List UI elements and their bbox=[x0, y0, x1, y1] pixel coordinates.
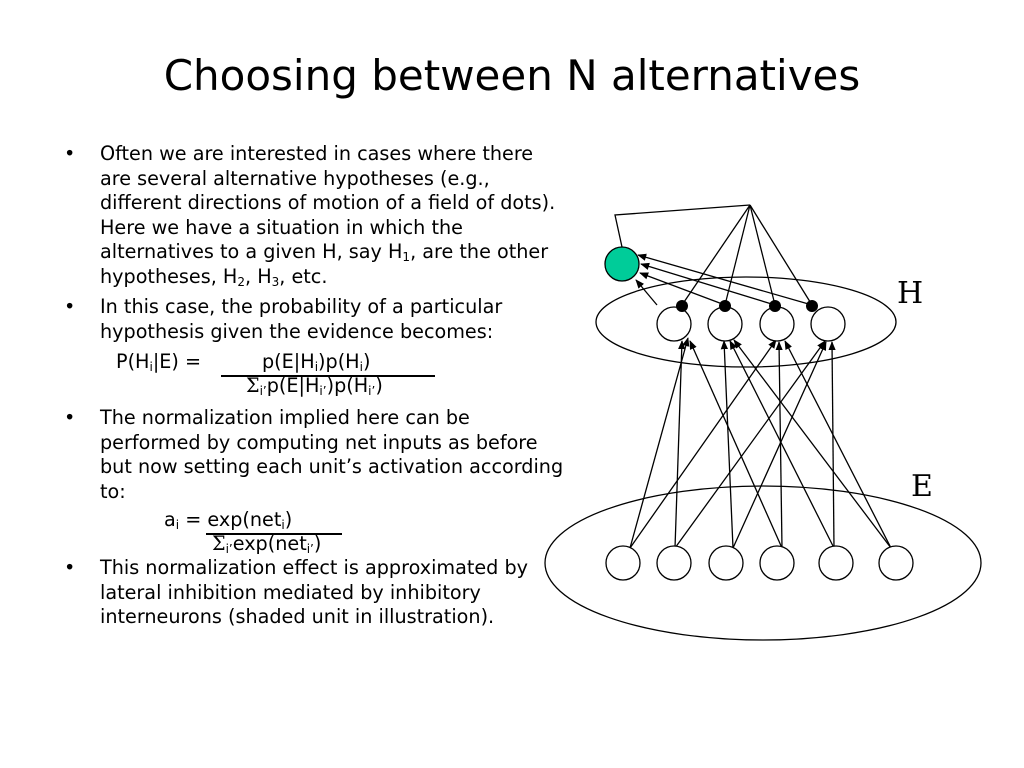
slide-title: Choosing between N alternatives bbox=[163, 51, 861, 100]
bullet-marker: • bbox=[64, 142, 76, 165]
bullet-item-2: • In this case, the probability of a par… bbox=[64, 295, 564, 344]
excitatory-arrow bbox=[732, 341, 827, 549]
excitatory-arrow bbox=[629, 337, 690, 549]
bullet-text-4: This normalization effect is approximate… bbox=[100, 556, 528, 628]
synapse-dot bbox=[719, 300, 731, 312]
bullet-item-3: • The normalization implied here can be … bbox=[64, 406, 564, 504]
bullet-text-2: In this case, the probability of a parti… bbox=[100, 295, 503, 343]
inhibitory-arrow bbox=[635, 279, 658, 306]
excitatory-arrow bbox=[720, 340, 734, 549]
fraction-bar bbox=[206, 533, 342, 535]
inhibition-loop-line bbox=[614, 204, 751, 248]
bullet-list: • Often we are interested in cases where… bbox=[64, 142, 564, 636]
bullet-text-1d: , etc. bbox=[279, 264, 328, 288]
h-layer-ellipse bbox=[595, 276, 897, 368]
bullet-text-1b: , are the other hypotheses, H bbox=[100, 240, 549, 288]
inhibitory-arrow bbox=[640, 262, 776, 306]
activation-equation: ai = exp(neti) Σi’exp(neti’) bbox=[64, 508, 564, 556]
equation-numerator: p(E|Hi)p(Hi) bbox=[262, 350, 371, 374]
e-unit bbox=[818, 545, 854, 581]
inhibitory-interneuron bbox=[604, 246, 640, 282]
bullet-text-3: The normalization implied here can be pe… bbox=[100, 406, 564, 503]
e-unit bbox=[759, 545, 795, 581]
excitatory-arrow bbox=[828, 341, 836, 549]
subscript: 3 bbox=[271, 274, 280, 289]
equation-denominator: Σi’p(E|Hi’)p(Hi’) bbox=[246, 374, 383, 398]
h-unit bbox=[707, 306, 743, 342]
excitatory-arrow bbox=[674, 340, 686, 549]
excitatory-arrow bbox=[733, 339, 892, 549]
inhibitory-arrow bbox=[639, 272, 726, 306]
h-layer-label: H bbox=[897, 276, 923, 311]
equation-lhs: ai = exp(neti) bbox=[164, 508, 293, 532]
bullet-item-4: • This normalization effect is approxima… bbox=[64, 556, 564, 630]
h-unit bbox=[759, 306, 795, 342]
excitatory-arrow bbox=[729, 340, 835, 549]
h-unit bbox=[656, 306, 692, 342]
excitatory-arrow bbox=[689, 340, 783, 549]
probability-equation: P(Hi|E) = p(E|Hi)p(Hi) Σi’p(E|Hi’)p(Hi’) bbox=[64, 350, 564, 406]
bullet-marker: • bbox=[64, 406, 76, 429]
e-unit bbox=[878, 545, 914, 581]
subscript: 1 bbox=[402, 250, 411, 264]
connection-line bbox=[749, 204, 813, 306]
connection-line bbox=[724, 204, 751, 306]
excitatory-arrow bbox=[775, 341, 783, 549]
bullet-text-1: Often we are interested in cases where t… bbox=[100, 142, 556, 263]
bullet-marker: • bbox=[64, 295, 76, 318]
e-unit bbox=[605, 545, 641, 581]
e-unit bbox=[656, 545, 692, 581]
e-unit bbox=[708, 545, 744, 581]
inhibitory-arrow bbox=[637, 253, 813, 306]
equation-lhs: P(Hi|E) = bbox=[116, 350, 202, 374]
subscript: 2 bbox=[237, 274, 245, 289]
e-layer-label: E bbox=[911, 469, 933, 504]
excitatory-arrow bbox=[784, 340, 892, 549]
excitatory-arrow bbox=[674, 340, 826, 549]
bullet-text-1c: , H bbox=[245, 264, 272, 288]
connection-line bbox=[749, 204, 776, 306]
e-layer-ellipse bbox=[544, 485, 982, 641]
synapse-dot bbox=[769, 300, 781, 312]
h-unit bbox=[810, 306, 846, 342]
excitatory-arrow bbox=[629, 339, 777, 549]
synapse-dot bbox=[676, 300, 688, 312]
synapse-dot bbox=[806, 300, 818, 312]
fraction-bar bbox=[221, 375, 435, 377]
connection-line bbox=[681, 204, 751, 306]
bullet-item-1: • Often we are interested in cases where… bbox=[64, 142, 564, 289]
equation-denominator: Σi’exp(neti’) bbox=[212, 532, 322, 556]
bullet-marker: • bbox=[64, 556, 76, 579]
